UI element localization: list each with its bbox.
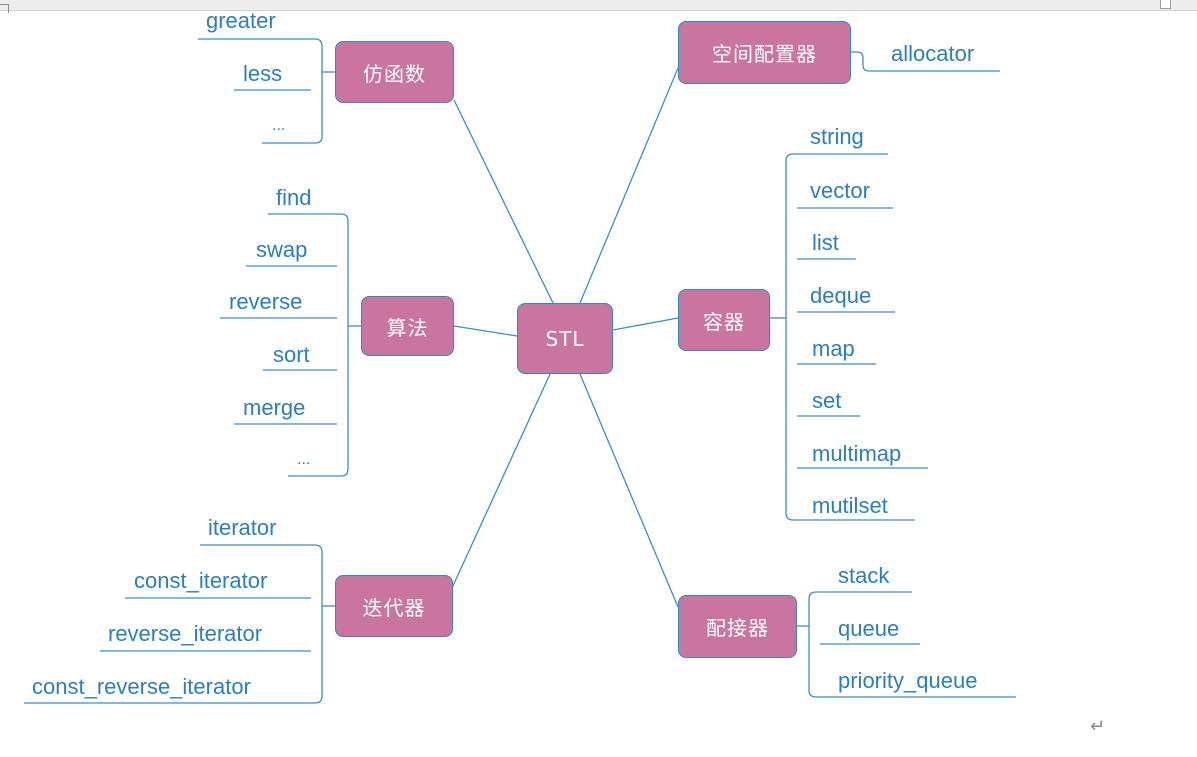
leaf-containers-vector: vector [810,178,870,203]
connector-stl-allocators [579,67,679,304]
leaf-functors-less: less [243,61,283,86]
leaf-iterators-iterator: iterator [208,515,277,540]
bracket-iterators [311,544,323,704]
bracket-adapters [808,591,820,698]
node-algorithms: 算法 [361,296,454,356]
leaf-algorithms-etc: ... [297,451,311,468]
leaf-algorithms-merge: merge [243,395,306,420]
paragraph-return-mark: ↵ [1090,716,1106,737]
bracket-algorithms [337,213,349,477]
leaf-iterators-reverse-iterator: reverse_iterator [108,621,263,646]
node-allocators: 空间配置器 [678,21,851,84]
leaf-containers-deque: deque [810,283,872,308]
leaf-iterators-const-iterator: const_iterator [134,568,268,593]
bracket-containers [785,153,797,521]
node-functors: 仿函数 [335,41,454,103]
connector-stl-adapters [579,373,679,608]
leaf-adapters-queue: queue [838,616,900,641]
leaf-containers-string: string [810,124,864,149]
connector-stl-containers [612,317,679,331]
margin-corner-mark-left [0,4,9,13]
leaf-iterators-const-reverse-iterator: const_reverse_iterator [32,674,251,699]
connector-stl-algorithms [453,325,518,337]
connector-stl-iterators [451,373,551,589]
node-iterators: 迭代器 [335,575,453,637]
leaf-algorithms-sort: sort [273,342,310,367]
node-adapters: 配接器 [678,595,797,658]
connector-stl-functors [453,99,554,304]
leaf-containers-set: set [812,388,842,413]
leaf-containers-multimap: multimap [812,441,902,466]
leaf-allocators-allocator: allocator [891,41,975,66]
node-containers: 容器 [678,289,770,351]
leaf-functors-greater: greater [206,8,276,33]
leaf-algorithms-find: find [276,185,312,210]
leaf-functors-etc: ... [272,117,286,134]
margin-corner-mark-right [1160,0,1171,9]
document-top-bar [0,0,1197,11]
bracket-functors [311,38,323,144]
bracket-allocators [851,51,1000,72]
leaf-containers-map: map [812,336,855,361]
leaf-adapters-stack: stack [838,563,890,588]
leaf-containers-list: list [812,230,839,255]
leaf-algorithms-reverse: reverse [229,289,303,314]
leaf-adapters-priority-queue: priority_queue [838,668,978,693]
leaf-algorithms-swap: swap [256,237,308,262]
leaf-containers-mutilset: mutilset [812,493,888,518]
node-stl-center: STL [517,303,613,374]
